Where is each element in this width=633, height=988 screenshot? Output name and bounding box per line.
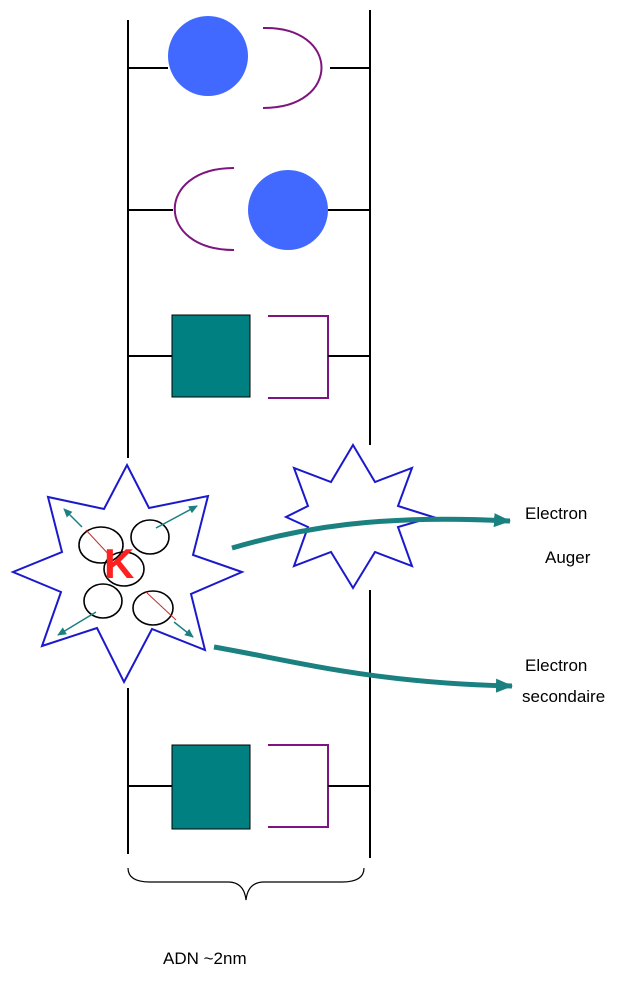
emission-arrow bbox=[63, 508, 83, 528]
emission-arrow bbox=[57, 611, 97, 636]
explosion-star bbox=[283, 443, 437, 590]
electron-orbit bbox=[78, 526, 124, 564]
base-pair-4 bbox=[128, 744, 370, 830]
electron-orbit bbox=[103, 551, 145, 587]
k-shell-label: K bbox=[104, 540, 134, 587]
purple-cup-base bbox=[262, 26, 323, 109]
electron-orbit bbox=[132, 590, 174, 626]
inner-lines bbox=[85, 529, 177, 621]
base-pair-3 bbox=[128, 314, 370, 399]
emission-arrow bbox=[155, 505, 198, 529]
blue-circle-base bbox=[168, 16, 248, 96]
auger-label-line2: Auger bbox=[545, 548, 591, 567]
emission-arrows bbox=[57, 505, 198, 638]
purple-cup-base bbox=[173, 167, 235, 251]
size-brace bbox=[127, 867, 365, 901]
base-pair-2 bbox=[128, 167, 370, 251]
secondary-label-line2: secondaire bbox=[522, 687, 605, 706]
auger-electron-arrow bbox=[231, 513, 511, 551]
dna-size-label: ADN ~2nm bbox=[163, 949, 247, 968]
teal-square-base bbox=[171, 314, 251, 398]
purple-bracket-base bbox=[268, 315, 329, 399]
secondary-label-line1: Electron bbox=[525, 656, 587, 675]
dna-backbone bbox=[127, 10, 371, 858]
emission-arrow bbox=[173, 621, 194, 638]
base-pair-1 bbox=[128, 16, 370, 109]
electron-orbits bbox=[78, 519, 174, 626]
secondary-electron-arrow bbox=[213, 644, 513, 693]
electron-orbit bbox=[83, 583, 123, 619]
teal-square-base bbox=[171, 744, 251, 830]
electron-orbit bbox=[130, 519, 170, 555]
purple-bracket-base bbox=[268, 744, 329, 828]
blue-circle-base bbox=[248, 170, 328, 250]
auger-label-line1: Electron bbox=[525, 504, 587, 523]
